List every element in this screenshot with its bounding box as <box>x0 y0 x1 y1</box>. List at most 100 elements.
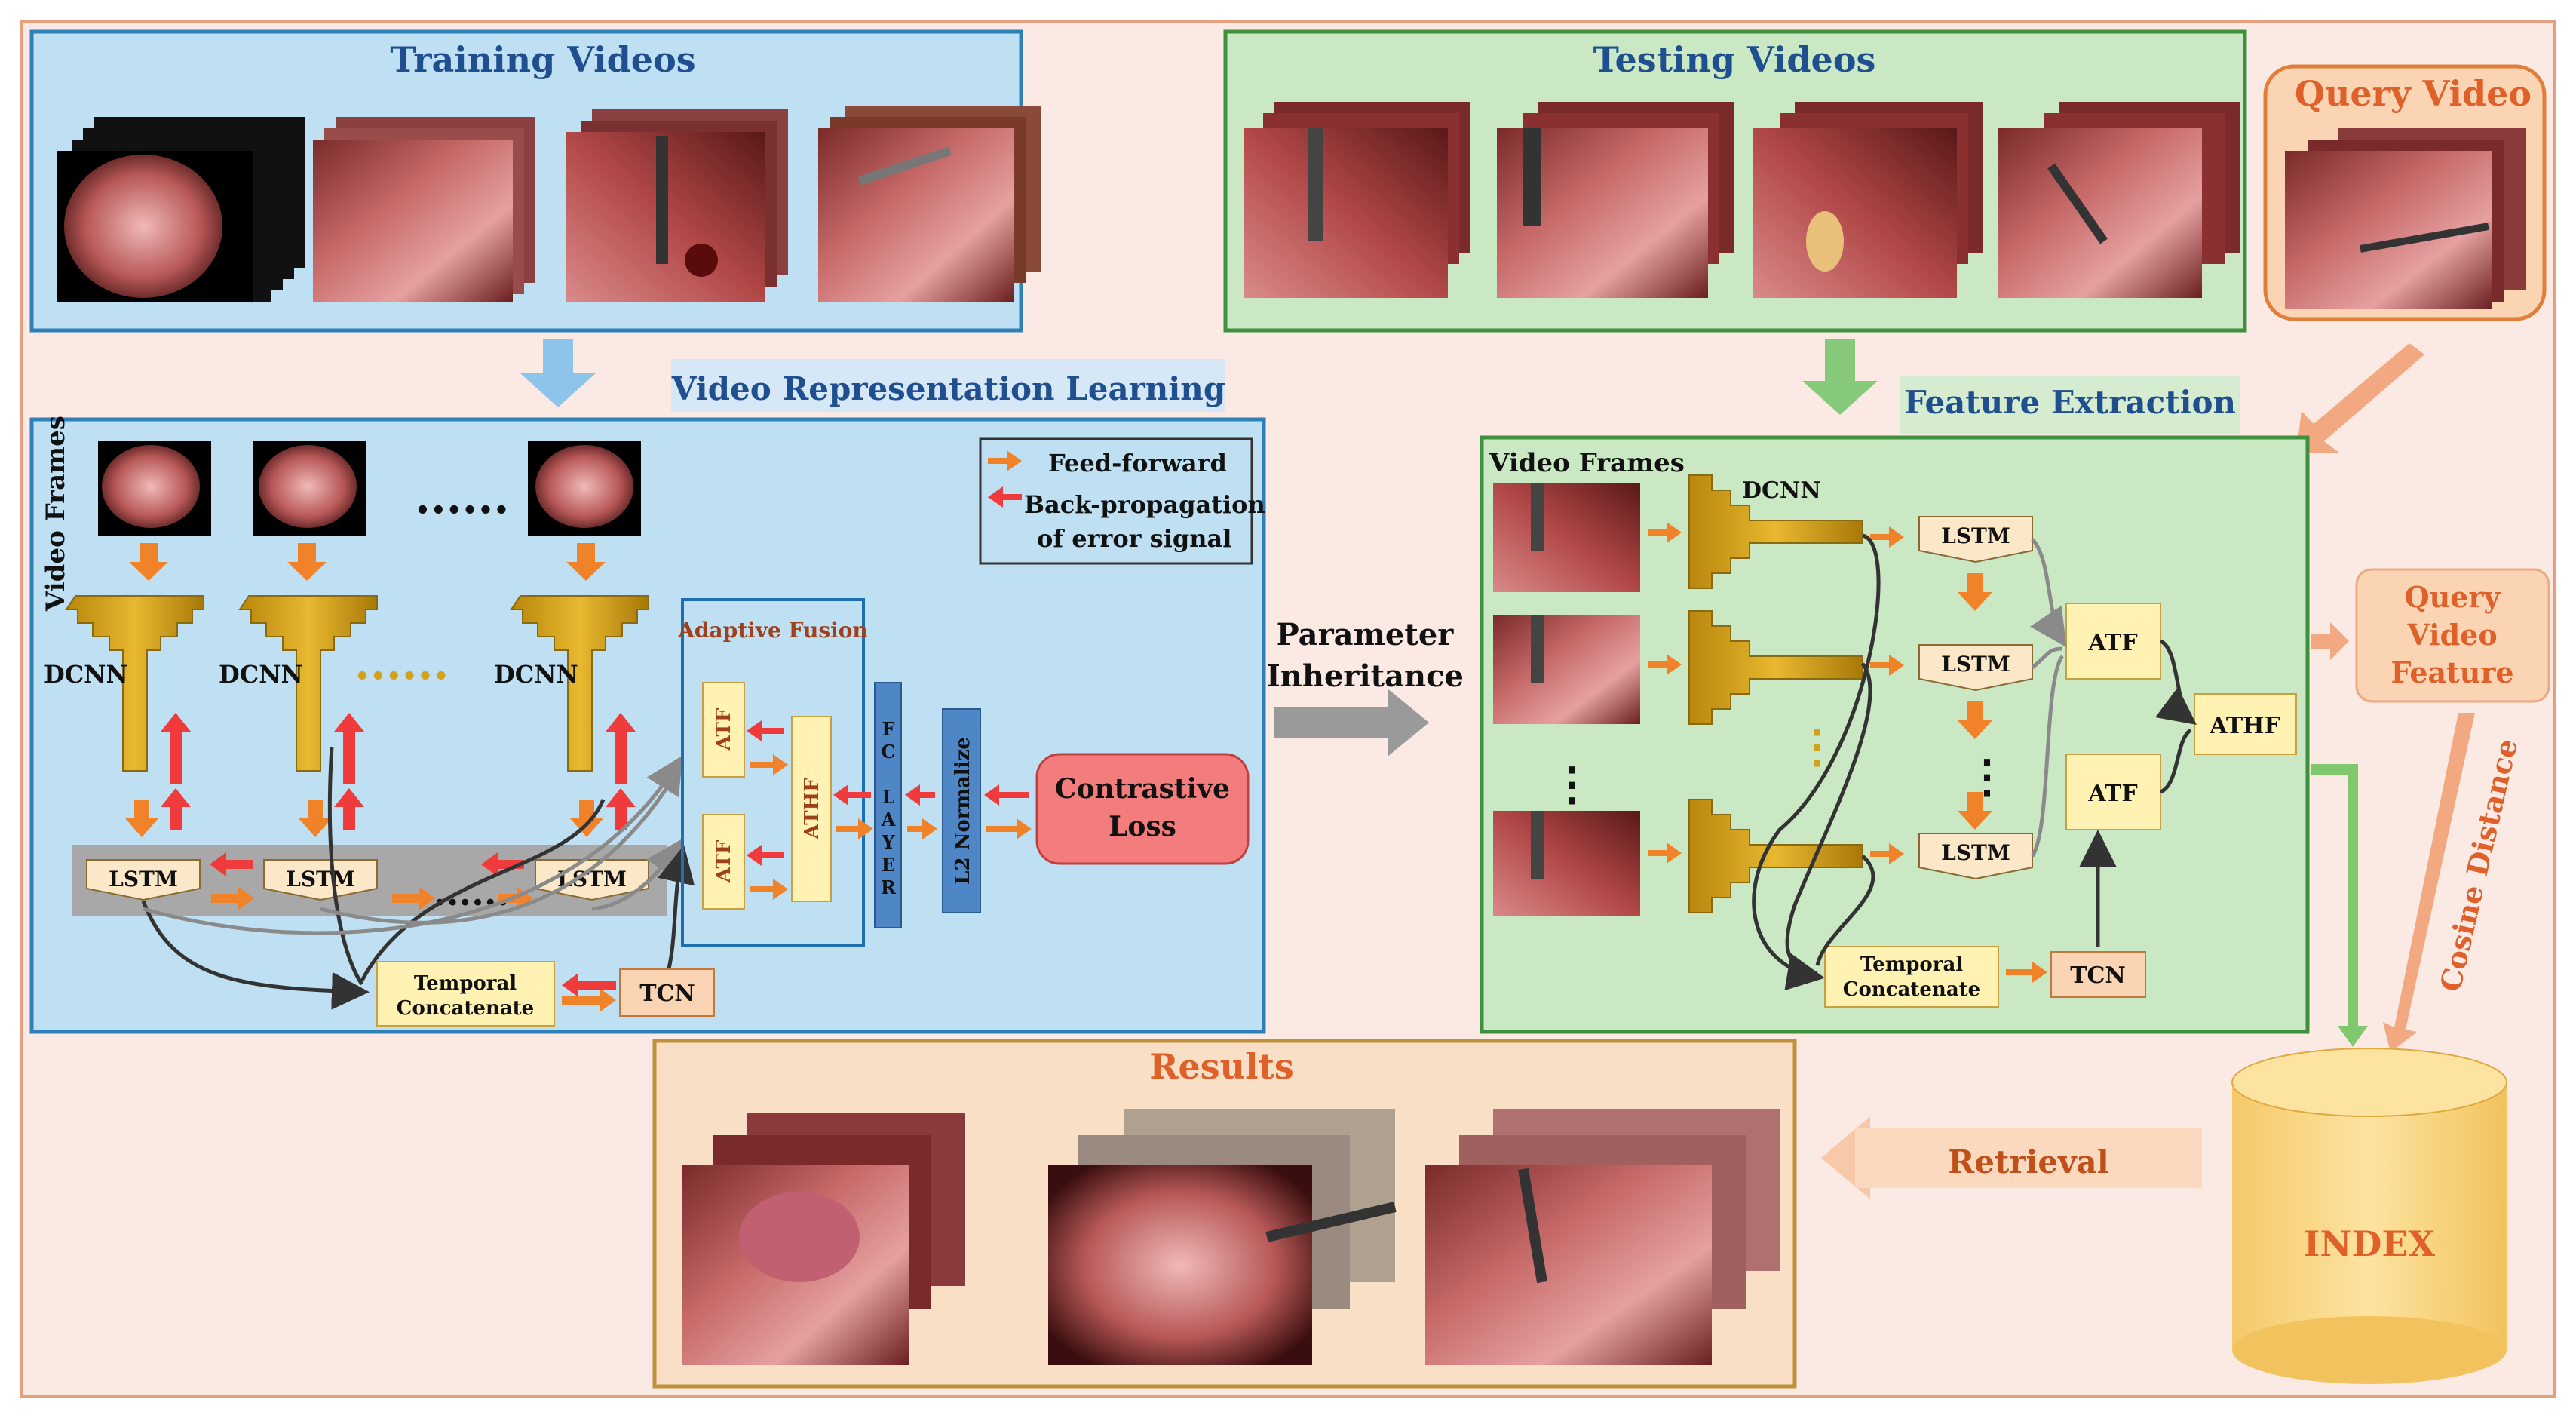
ff-arrow <box>836 818 873 839</box>
fe-dcnn-label: DCNN <box>1742 477 1821 504</box>
training-stack-3 <box>566 109 788 302</box>
legend-ff-arrow <box>988 450 1022 471</box>
fe-frame-dots: ⋮ <box>1550 758 1595 811</box>
vrl-title: Video Representation Learning <box>671 370 1225 407</box>
fe-title: Feature Extraction <box>1904 384 2236 421</box>
bp-arrow <box>905 784 935 806</box>
fe-tcn: TCN <box>2050 951 2146 998</box>
results-panel: Results <box>652 1039 1797 1389</box>
ff-arrow <box>907 818 937 839</box>
ff-arrow <box>1958 701 1992 739</box>
legend-ff-label: Feed-forward <box>1048 449 1227 477</box>
svg-text:LSTM: LSTM <box>1941 652 2010 677</box>
training-videos-panel: Training Videos <box>29 29 1041 333</box>
svg-text:A: A <box>881 809 896 830</box>
svg-text:ATHF: ATHF <box>801 778 823 840</box>
bp-arrow <box>984 784 1029 806</box>
bp-arrow <box>606 788 636 830</box>
svg-text:ATF: ATF <box>713 839 735 883</box>
ff-arrow <box>750 879 788 900</box>
legend-bp-label-1: Back-propagation <box>1024 490 1265 519</box>
svg-text:TCN: TCN <box>2070 962 2126 989</box>
svg-text:ATF: ATF <box>713 707 735 751</box>
vrl-frame-1 <box>98 441 211 536</box>
results-title: Results <box>1149 1046 1293 1087</box>
connector <box>2030 538 2067 648</box>
vrl-dcnn-3 <box>510 595 649 772</box>
vrl-tcn: TCN <box>619 968 715 1017</box>
ff-arrow <box>1648 843 1682 864</box>
feature-extraction-panel: Feature Extraction Video Frames DCNN ⋮ ⋮… <box>1480 376 2310 1034</box>
bp-arrow <box>747 845 784 866</box>
vrl-panel: Video Representation Learning Video Fram… <box>29 359 1266 1034</box>
bp-arrow <box>334 713 364 784</box>
fe-athf: ATHF <box>2194 693 2297 755</box>
connector <box>320 768 681 925</box>
ff-arrow <box>1648 654 1682 675</box>
vrl-atf-2: ATF <box>702 814 745 910</box>
connector <box>1815 855 1875 966</box>
result-stack-1 <box>682 1113 965 1365</box>
ff-arrow <box>211 886 254 910</box>
connector <box>2030 655 2065 858</box>
bp-arrow <box>747 720 784 741</box>
svg-text:LSTM: LSTM <box>1941 840 2010 865</box>
param-inherit-arrow <box>1274 689 1429 757</box>
svg-text:L: L <box>882 786 895 808</box>
fe-frame-2 <box>1493 615 1640 724</box>
ff-arrow <box>566 543 606 581</box>
vrl-dcnn-label-2: DCNN <box>219 660 303 689</box>
fe-to-index-connector <box>2311 764 2358 1033</box>
fe-dcnn-3 <box>1688 799 1863 913</box>
fe-frames-label: Video Frames <box>1489 448 1685 478</box>
connector <box>360 799 606 982</box>
svg-text:LSTM: LSTM <box>286 867 355 892</box>
ff-arrow <box>392 886 435 910</box>
ff-arrow <box>125 800 158 837</box>
fe-frame-3 <box>1493 811 1640 916</box>
cosine-distance-arrow <box>2383 713 2475 1052</box>
query-video-panel: Query Video <box>2263 64 2547 321</box>
bp-arrow <box>562 973 616 997</box>
query-video-feature: Query Video Feature <box>2355 568 2550 703</box>
legend-bp-arrow <box>988 486 1022 508</box>
training-stack-4 <box>818 106 1041 302</box>
fe-lstm-2: LSTM <box>1918 644 2033 692</box>
vrl-lstm-1: LSTM <box>86 859 201 901</box>
legend: Feed-forward Back-propagation of error s… <box>979 437 1265 565</box>
fe-lstm-1: LSTM <box>1918 516 2033 563</box>
ff-arrow <box>1870 526 1904 548</box>
training-stack-2 <box>313 117 535 302</box>
bp-arrow <box>833 784 871 806</box>
ff-arrow <box>287 543 327 581</box>
ff-arrow <box>1958 792 1992 830</box>
connector <box>141 901 370 1010</box>
ff-arrow <box>570 800 603 837</box>
vrl-dcnn-label-1: DCNN <box>44 660 128 689</box>
svg-text:L2 Normalize: L2 Normalize <box>952 737 974 885</box>
svg-text:C: C <box>881 741 895 763</box>
svg-text:F: F <box>882 718 894 740</box>
svg-text:ATHF: ATHF <box>2209 713 2280 739</box>
vrl-frame-3 <box>528 441 641 536</box>
fe-temporal-concat: Temporal Concatenate <box>1824 946 1999 1008</box>
ff-arrow <box>1958 573 1992 611</box>
connector <box>1785 662 1872 975</box>
svg-text:Y: Y <box>881 831 895 853</box>
fe-dcnn-1 <box>1688 474 1863 589</box>
svg-text:Contrastive: Contrastive <box>1055 773 1230 805</box>
testing-videos-panel: Testing Videos <box>1223 29 2247 333</box>
testing-stack-2 <box>1497 102 1734 298</box>
result-stack-3 <box>1425 1109 1780 1365</box>
testing-down-arrow <box>1802 339 1878 415</box>
svg-text:Concatenate: Concatenate <box>1843 978 1980 1001</box>
vrl-dcnn-2 <box>238 595 378 772</box>
vrl-lstm-2: LSTM <box>263 859 378 901</box>
vrl-dcnn-label-3: DCNN <box>494 660 578 689</box>
fe-lstm-3: LSTM <box>1918 833 2033 880</box>
svg-text:Loss: Loss <box>1109 811 1176 843</box>
svg-text:Retrieval: Retrieval <box>1948 1143 2108 1180</box>
vrl-temporal-concat: Temporal Concatenate <box>376 961 555 1027</box>
testing-stack-1 <box>1244 102 1470 298</box>
